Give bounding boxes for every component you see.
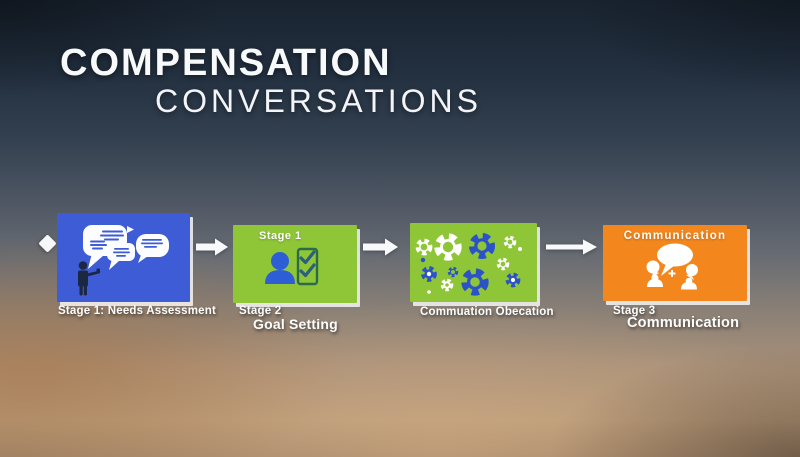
- person-checklist-icon: [265, 247, 319, 286]
- right-arrow-icon-3: [546, 239, 597, 255]
- stage4-caption-line2: Communication: [627, 315, 740, 331]
- stage4-box-label: Communication: [623, 230, 727, 242]
- stage3-caption: Commuation Obecation: [420, 306, 554, 318]
- stage2-box: Stage 1: [233, 225, 357, 303]
- gears-icon: [415, 233, 522, 296]
- stage4-caption-line1: Stage 3: [613, 305, 656, 317]
- stage4-box: Communication: [603, 225, 747, 301]
- right-arrow-icon-1: [196, 238, 228, 256]
- stage1-caption: Stage 1: Needs Assessment: [58, 305, 216, 317]
- speech-bubbles-presenter-icon: [78, 225, 169, 296]
- stage2-caption-line2: Goal Setting: [253, 316, 338, 332]
- people-conversation-icon: [646, 243, 698, 290]
- right-arrow-icon-2: [363, 238, 398, 256]
- slide-title-line1: COMPENSATION: [60, 42, 392, 84]
- stage2-box-label: Stage 1: [259, 230, 302, 242]
- stage1-box: [57, 213, 190, 302]
- stage2-caption-line1: Stage 2: [239, 305, 282, 317]
- diamond-bullet-icon: [38, 234, 57, 253]
- stage3-box: [410, 223, 537, 302]
- slide-title-line2: CONVERSATIONS: [155, 83, 482, 119]
